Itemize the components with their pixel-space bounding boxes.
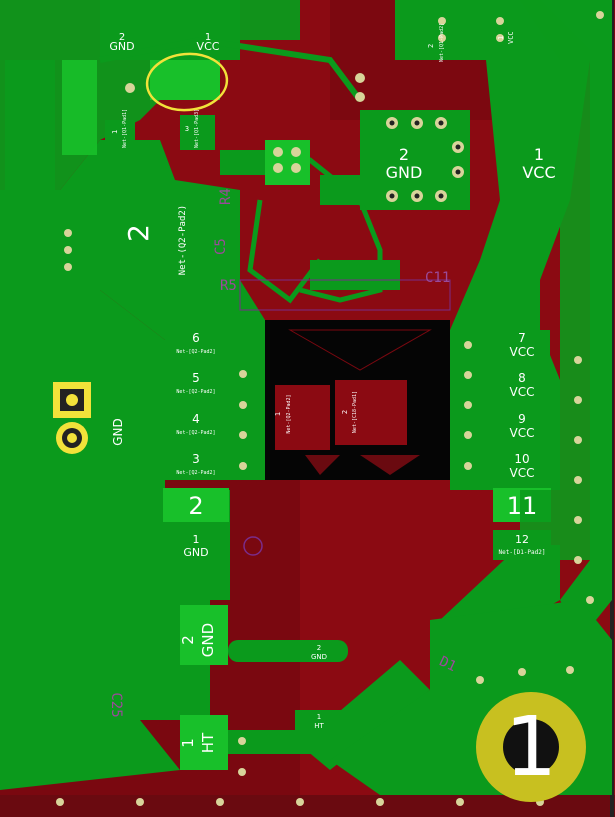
ic-pins[interactable] xyxy=(273,147,301,173)
silk-c5: C5 xyxy=(213,238,229,255)
label-small-net-num: 2 xyxy=(427,44,435,48)
label-p9-vcc: VCC xyxy=(510,426,535,440)
label-top-gnd-num: 2 xyxy=(119,32,125,43)
vcc-rail-right xyxy=(520,0,590,560)
label-right-gnd: GND xyxy=(386,163,423,182)
silk-c25: C25 xyxy=(108,692,124,717)
connector-holes-top-right[interactable] xyxy=(386,117,464,202)
q1-pads[interactable] xyxy=(150,60,220,100)
silk-circle xyxy=(243,536,263,556)
q1-pad-3[interactable] xyxy=(180,115,215,150)
keepout-hatch-bottom xyxy=(305,455,420,475)
label-p8-vcc: VCC xyxy=(510,385,535,399)
label-top-gnd: GND xyxy=(109,40,134,53)
label-right-vcc: VCC xyxy=(522,163,555,182)
label-p6: 6 xyxy=(192,331,200,345)
right-edge-pour xyxy=(560,0,612,640)
label-p11: 11 xyxy=(507,492,538,520)
label-p1-gnd-num: 1 xyxy=(193,533,200,546)
pour-top-right xyxy=(395,0,500,60)
label-p12-net: Net-[D1-Pad2] xyxy=(499,549,546,556)
c11-pads[interactable] xyxy=(310,260,400,290)
label-big-2: 2 xyxy=(122,224,155,242)
label-ht-small-num: 1 xyxy=(317,713,321,721)
silk-r4: R4 xyxy=(218,188,234,205)
label-right-vcc-num: 1 xyxy=(534,145,544,164)
mounting-hole-label: 1 xyxy=(505,700,557,795)
silk-outline-c5 xyxy=(239,279,451,311)
label-big-2-net: Net-(Q2-Pad2) xyxy=(178,205,188,275)
keepout-hatch-top xyxy=(288,329,432,371)
label-p9: 9 xyxy=(518,412,526,426)
label-gnd-vertical: GND xyxy=(111,418,125,446)
label-p8: 8 xyxy=(518,371,526,385)
label-p3-net: Net-[Q2-Pad2] xyxy=(176,470,215,476)
label-small-vcc: VCC xyxy=(507,31,515,44)
label-ht-num: 1 xyxy=(179,738,197,748)
center-pad-right[interactable] xyxy=(335,380,407,445)
label-pad1-small: 1 xyxy=(111,130,119,134)
pour-bottom-left xyxy=(0,720,180,790)
label-p4-net: Net-[Q2-Pad2] xyxy=(176,430,215,436)
mounting-hole-1[interactable] xyxy=(476,692,586,802)
label-p5-net: Net-[Q2-Pad2] xyxy=(176,389,215,395)
label-ht-small: HT xyxy=(314,722,324,730)
label-gnd-lower-num: 2 xyxy=(179,635,197,645)
label-gnd-pad-small: GND xyxy=(311,653,327,661)
label-p6-net: Net-[Q2-Pad2] xyxy=(176,349,215,355)
label-pad1-net: Net-[Q1-Pad1] xyxy=(122,109,128,148)
label-gnd-pad-small-num: 2 xyxy=(317,644,321,652)
q1-pad-1[interactable] xyxy=(105,120,135,150)
silk-d1: D1 xyxy=(437,654,459,676)
label-center-pad1: 1 xyxy=(274,412,282,416)
label-top-vcc-num: 1 xyxy=(205,32,211,43)
pad-2-gnd-lower[interactable] xyxy=(180,605,228,665)
label-right-gnd-num: 2 xyxy=(399,145,409,164)
pad-2[interactable] xyxy=(163,488,229,522)
through-hole-connector-left[interactable] xyxy=(53,382,91,454)
pad-ht-small[interactable] xyxy=(295,710,345,740)
label-small-net-name: Net-[Q1-Pad2] xyxy=(439,23,445,62)
label-small-vcc-num: 1 xyxy=(497,36,505,40)
label-p7: 7 xyxy=(518,331,526,345)
label-p12: 12 xyxy=(515,533,529,546)
ic-footprint[interactable] xyxy=(265,140,310,185)
label-p2: 2 xyxy=(188,492,203,520)
label-center-pad2: 2 xyxy=(341,410,349,414)
label-center-pad2-net: Net-[C18-Pad1] xyxy=(352,391,358,433)
left-pin-block xyxy=(165,330,265,480)
silk-c11: C11 xyxy=(425,270,450,286)
label-p10: 10 xyxy=(514,452,529,466)
label-p10-vcc: VCC xyxy=(510,466,535,480)
component-pads-left[interactable] xyxy=(62,60,97,155)
label-pad3-net: Net-[Q1-Pad3] xyxy=(194,109,200,148)
trace-ht-diagonal xyxy=(300,660,430,770)
label-center-pad1-net: Net-[Q2-Pad2] xyxy=(286,394,292,433)
via-array xyxy=(56,11,604,806)
label-ht: HT xyxy=(199,732,217,753)
component-cluster-left xyxy=(5,60,55,190)
pad-1-ht[interactable] xyxy=(180,715,228,770)
label-p5: 5 xyxy=(192,371,200,385)
label-pad3-small: 3 xyxy=(185,125,189,133)
pad-1-gnd[interactable] xyxy=(180,530,228,562)
trace-ic-right xyxy=(320,175,370,205)
silk-r5: R5 xyxy=(220,278,237,294)
label-top-vcc: VCC xyxy=(197,40,220,53)
label-p7-vcc: VCC xyxy=(510,345,535,359)
label-p1-gnd: GND xyxy=(183,546,208,559)
label-p3: 3 xyxy=(192,452,200,466)
pour-top-labels xyxy=(100,0,240,60)
trace-gnd-lower xyxy=(228,640,348,662)
highlight-marker xyxy=(145,52,229,112)
trace-top-arc xyxy=(99,36,363,102)
label-p4: 4 xyxy=(192,412,200,426)
label-gnd-lower: GND xyxy=(199,623,217,657)
center-pad-left[interactable] xyxy=(275,385,330,450)
